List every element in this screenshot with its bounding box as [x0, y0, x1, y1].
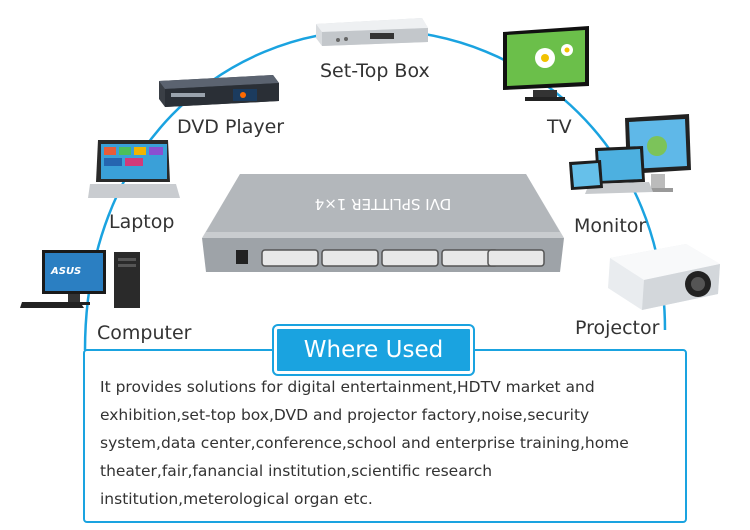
- laptop-icon: [88, 140, 180, 198]
- label-laptop: Laptop: [109, 211, 175, 233]
- where-used-banner: Where Used: [274, 326, 473, 374]
- dvd-player-icon: [159, 75, 279, 107]
- projector-icon: [608, 244, 720, 310]
- label-computer: Computer: [97, 322, 192, 344]
- tv-icon: [503, 26, 589, 101]
- splitter-panel-text: DVI SPLITTER 1×4: [315, 195, 451, 213]
- label-dvd-player: DVD Player: [177, 116, 285, 138]
- description-text: It provides solutions for digital entert…: [100, 378, 629, 508]
- label-set-top-box: Set-Top Box: [320, 60, 430, 82]
- label-projector: Projector: [575, 317, 660, 339]
- set-top-box-icon: [316, 18, 428, 46]
- label-tv: TV: [547, 116, 572, 138]
- label-monitor: Monitor: [574, 215, 647, 237]
- dvi-splitter-device: DVI SPLITTER 1×4: [202, 174, 564, 272]
- monitor-icon: [569, 114, 691, 194]
- computer-icon: ASUS: [20, 250, 140, 308]
- svg-text:ASUS: ASUS: [50, 266, 81, 277]
